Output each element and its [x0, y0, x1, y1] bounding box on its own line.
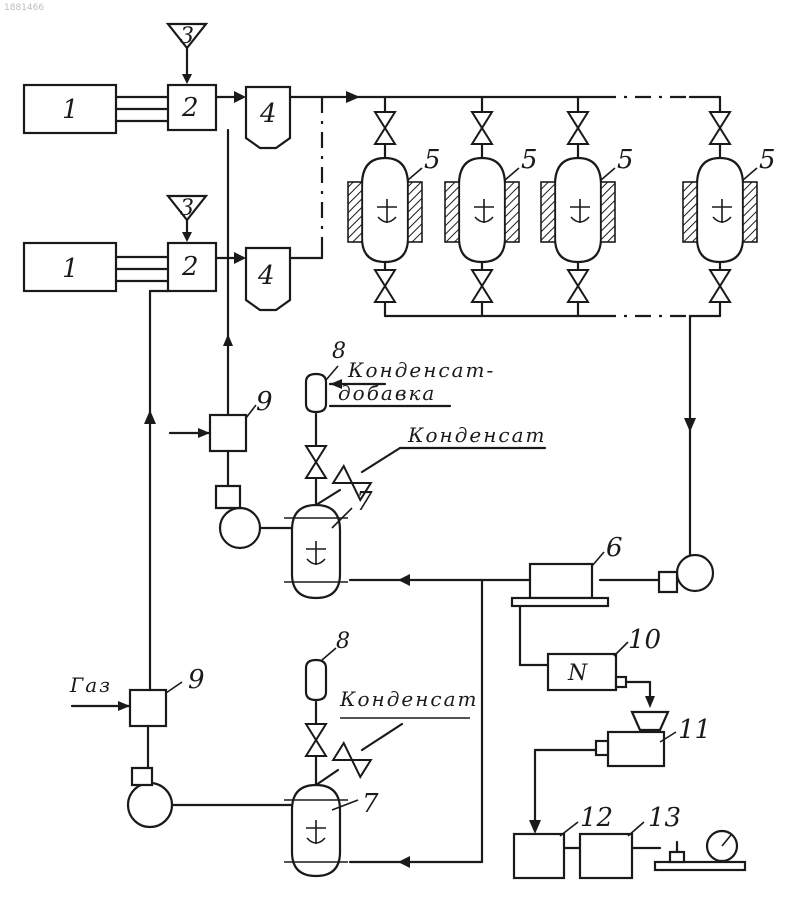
unit-2-top: 2 [168, 85, 216, 130]
label-6: 6 [606, 533, 623, 563]
label-5-b: 5 [521, 145, 538, 175]
pump-right [659, 555, 713, 592]
label-9-bottom: 9 [188, 665, 205, 695]
label-8-bottom: 8 [336, 629, 350, 654]
filter-6: 6 [512, 533, 623, 606]
packing-scale [632, 831, 745, 870]
mill-11: 11 [596, 712, 711, 766]
label-8-top: 8 [332, 339, 346, 364]
label-4-top: 4 [259, 99, 277, 129]
label-12: 12 [580, 803, 613, 833]
label-5-c: 5 [617, 145, 634, 175]
reactor-5-c: 5 [541, 97, 634, 316]
label-3-top: 3 [180, 24, 194, 49]
funnel-3-bottom: 3 [168, 196, 206, 242]
label-1-bottom: 1 [62, 254, 79, 284]
dryer-10: N 10 [548, 625, 661, 690]
label-11: 11 [678, 715, 711, 745]
pump-7-bottom [128, 768, 172, 827]
condensate-makeup-line2: добавка [338, 381, 436, 405]
reactor-5-a: 5 [348, 97, 441, 316]
label-5-d: 5 [759, 145, 776, 175]
funnel-3-top: 3 [168, 24, 206, 84]
unit-2-bottom: 2 [168, 243, 216, 291]
cyclone-4-bottom: 4 [246, 248, 290, 310]
watermark-text: 1881466 [4, 3, 44, 13]
label-4-bottom: 4 [257, 261, 275, 291]
label-2-bottom: 2 [181, 252, 199, 282]
label-N: N [567, 661, 588, 686]
label-13: 13 [648, 803, 681, 833]
unit-1-bottom: 1 [24, 243, 116, 291]
label-9-top: 9 [256, 387, 273, 417]
label-10: 10 [628, 625, 661, 655]
blower-9-top: 9 [210, 387, 273, 451]
label-3-bottom: 3 [180, 196, 194, 221]
condensate-label-bottom: Конденсат [339, 687, 478, 711]
label-7-bottom: 7 [362, 789, 379, 819]
condensate-makeup-line1: Конденсат- [347, 358, 495, 382]
reactor-5-b: 5 [445, 97, 538, 316]
unit-1-top: 1 [24, 85, 116, 133]
pump-7-top [216, 486, 260, 548]
condensate-vessel-7-top: 7 [284, 487, 373, 598]
label-2-top: 2 [181, 93, 199, 123]
condensate-label-top: Конденсат [407, 423, 546, 447]
label-1-top: 1 [62, 95, 79, 125]
cyclone-4-top: 4 [246, 87, 290, 148]
reactor-5-d: 5 [683, 97, 776, 316]
blower-9-bottom: 9 [130, 665, 205, 726]
gas-label: Газ [69, 673, 112, 697]
label-5-a: 5 [424, 145, 441, 175]
